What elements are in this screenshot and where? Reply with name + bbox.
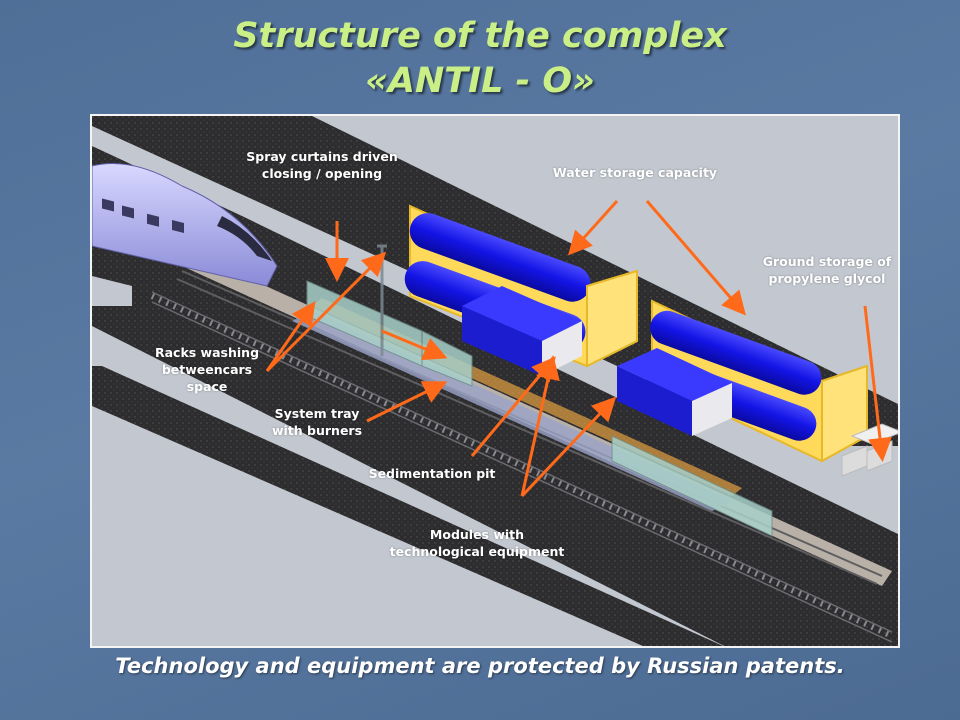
label-ground-storage: Ground storage of propylene glycol xyxy=(762,254,892,286)
label-system-tray: System tray with burners xyxy=(271,406,363,438)
equipment-module-2 xyxy=(617,348,732,436)
label-water-storage: Water storage capacity xyxy=(552,165,718,180)
label-modules: Modules with technological equipment xyxy=(389,527,565,559)
footer-note: Technology and equipment are protected b… xyxy=(115,654,845,678)
label-spray-curtains: Spray curtains driven closing / opening xyxy=(246,149,398,181)
label-racks-washing: Racks washing betweencars space xyxy=(154,345,260,394)
page-subtitle: «ANTIL - O» xyxy=(365,61,595,101)
complex-illustration xyxy=(92,116,898,646)
diagram-frame: Spray curtains driven closing / opening … xyxy=(90,114,900,648)
train xyxy=(92,163,278,287)
callout-arrows xyxy=(265,199,892,498)
page-title: Structure of the complex xyxy=(233,16,727,56)
label-sedimentation-pit: Sedimentation pit xyxy=(368,466,496,481)
